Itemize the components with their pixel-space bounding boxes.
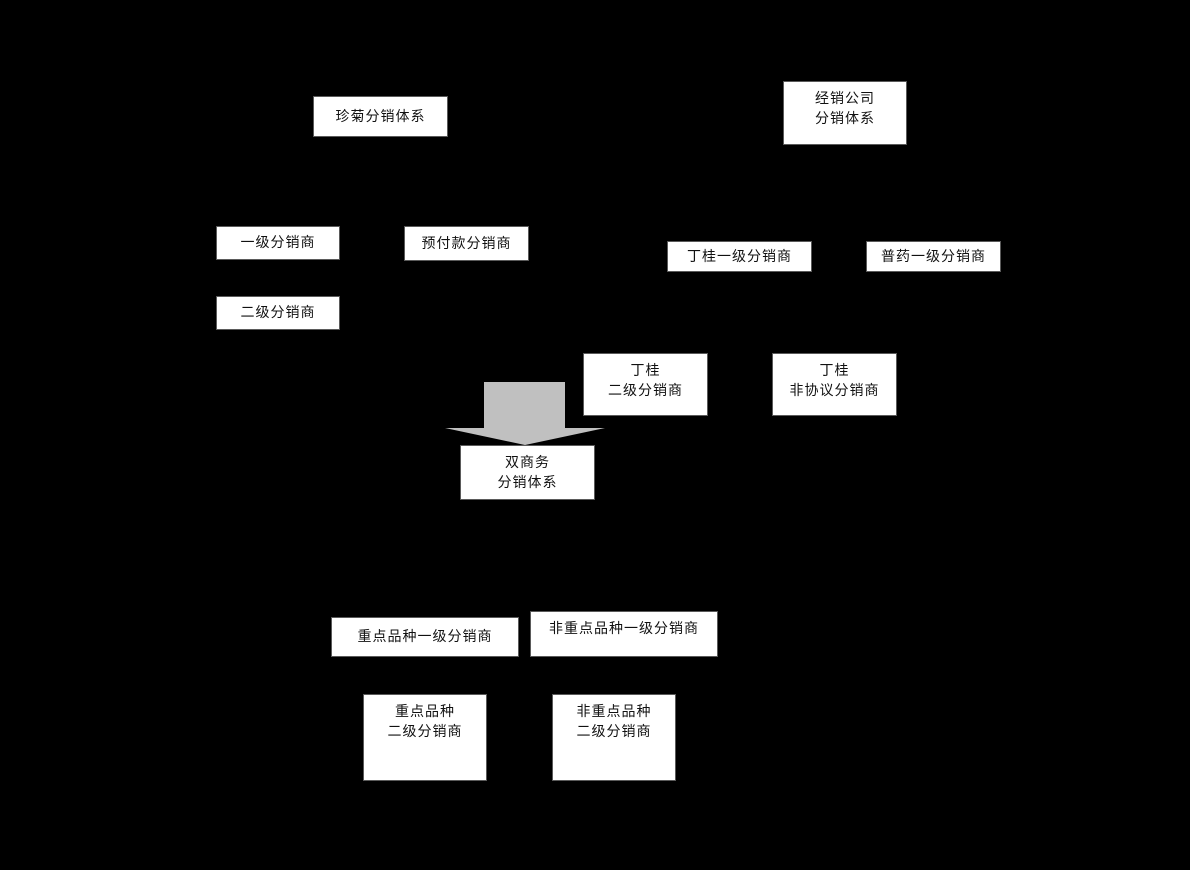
node-label: 丁桂一级分销商 (687, 248, 792, 265)
node-label-line2: 分销体系 (815, 111, 875, 127)
node-dual-business-distribution-system: 双商务 分销体系 (460, 445, 595, 500)
node-label-line2: 分销体系 (497, 474, 558, 491)
node-label: 二级分销商 (240, 305, 316, 321)
node-label: 珍菊分销体系 (335, 108, 426, 125)
node-label: 重点品种一级分销商 (357, 629, 493, 645)
node-zhenju-distribution-system: 珍菊分销体系 (313, 96, 448, 137)
node-label-line2: 非协议分销商 (789, 383, 880, 399)
node-label-line1: 经销公司 (815, 91, 875, 107)
node-label-line1: 丁桂 (819, 363, 850, 379)
node-label-line1: 非重点品种 (576, 704, 652, 720)
node-key-variety-level1-distributor: 重点品种一级分销商 (331, 617, 519, 657)
node-dealer-distribution-system: 经销公司 分销体系 (783, 81, 907, 145)
node-dinggui-level2-distributor: 丁桂 二级分销商 (583, 353, 708, 416)
node-label-line1: 双商务 (505, 454, 550, 471)
node-zhenju-prepaid-distributor: 预付款分销商 (404, 226, 529, 261)
node-label: 非重点品种一级分销商 (549, 621, 699, 637)
node-key-variety-level2-distributor: 重点品种 二级分销商 (363, 694, 487, 781)
node-label: 一级分销商 (240, 235, 316, 251)
node-label: 普药一级分销商 (881, 248, 986, 265)
node-zhenju-level1-distributor: 一级分销商 (216, 226, 340, 260)
node-label-line1: 丁桂 (630, 363, 661, 379)
merge-arrow-down-icon (445, 382, 605, 445)
node-nonkey-variety-level2-distributor: 非重点品种 二级分销商 (552, 694, 676, 781)
node-label-line1: 重点品种 (395, 704, 455, 720)
node-zhenju-level2-distributor: 二级分销商 (216, 296, 340, 330)
node-label: 预付款分销商 (421, 235, 512, 252)
node-puyao-level1-distributor: 普药一级分销商 (866, 241, 1001, 272)
node-label-line2: 二级分销商 (608, 383, 683, 399)
node-dinggui-nonagreement-distributor: 丁桂 非协议分销商 (772, 353, 897, 416)
node-label-line2: 二级分销商 (387, 724, 463, 740)
node-label-line2: 二级分销商 (576, 724, 652, 740)
node-dinggui-level1-distributor: 丁桂一级分销商 (667, 241, 812, 272)
node-nonkey-variety-level1-distributor: 非重点品种一级分销商 (530, 611, 718, 657)
